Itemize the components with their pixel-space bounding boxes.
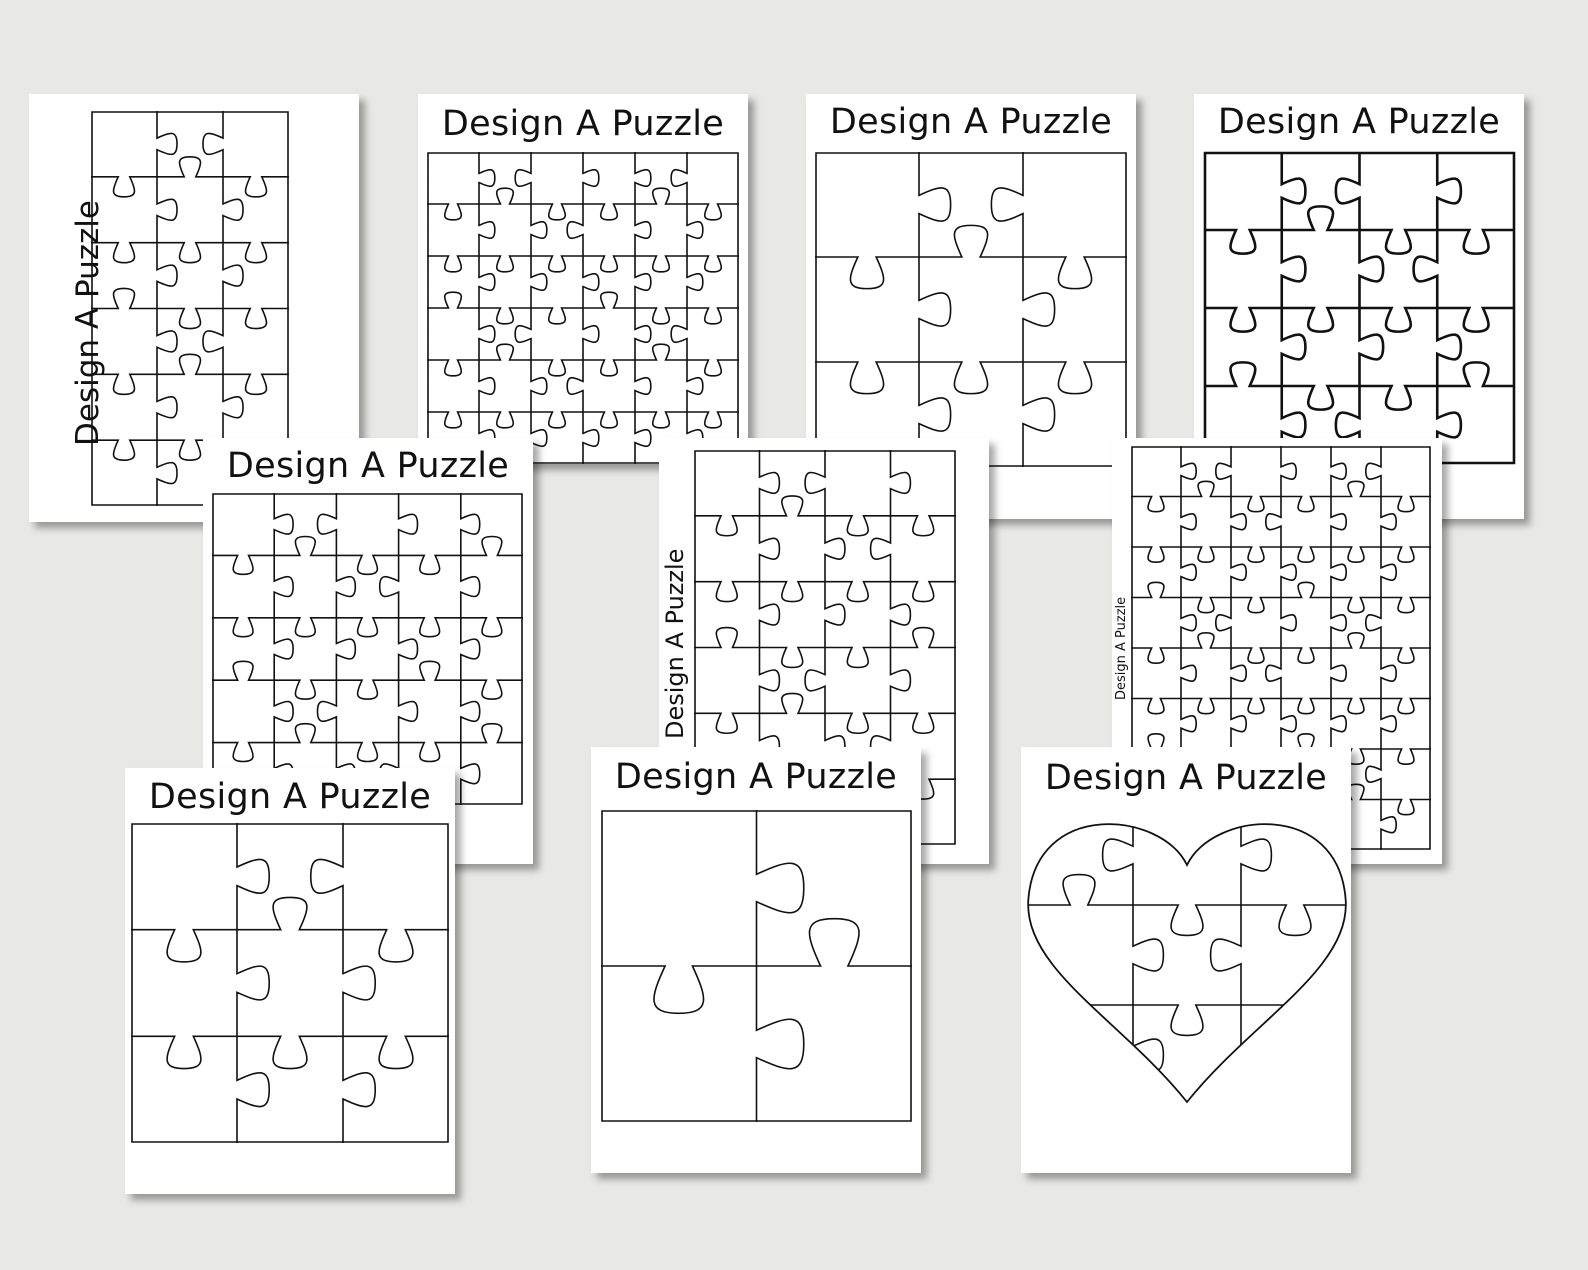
heart-outline (1027, 823, 1347, 1104)
puzzle-sheet-9: Design A Puzzle (591, 747, 921, 1173)
sheet-title: Design A Puzzle (829, 102, 1113, 142)
puzzle-grid (427, 152, 739, 464)
puzzle-grid (601, 810, 912, 1122)
sheet-title: Design A Puzzle (1217, 102, 1501, 142)
puzzle-sheet-10: Design A Puzzle (1021, 747, 1351, 1173)
sheet-title: Design A Puzzle (661, 548, 689, 739)
sheet-title: Design A Puzzle (1044, 758, 1328, 798)
puzzle-grid (212, 493, 523, 805)
puzzle-grid (131, 823, 449, 1143)
sheet-title: Design A Puzzle (148, 777, 432, 817)
puzzle-sheet-2: Design A Puzzle (418, 94, 748, 464)
puzzle-grid (1203, 151, 1516, 465)
puzzle-cut-lines (1203, 151, 1516, 465)
puzzle-sheet-8: Design A Puzzle (125, 768, 455, 1194)
sheet-title: Design A Puzzle (1114, 596, 1129, 700)
sheet-title: Design A Puzzle (226, 446, 510, 486)
puzzle-cut-lines (131, 823, 449, 1143)
puzzle-cut-lines (815, 152, 1127, 467)
heart-puzzle (1027, 823, 1347, 1104)
sheet-title: Design A Puzzle (441, 104, 725, 144)
puzzle-cut-lines (427, 152, 739, 464)
puzzle-cut-lines (212, 493, 523, 805)
puzzle-sheet-1: Design A Puzzle (29, 94, 359, 522)
puzzle-cut-lines (601, 810, 912, 1122)
sheet-title: Design A Puzzle (614, 757, 898, 797)
puzzle-grid (815, 152, 1127, 467)
puzzle-cut-lines (1028, 824, 1346, 1103)
